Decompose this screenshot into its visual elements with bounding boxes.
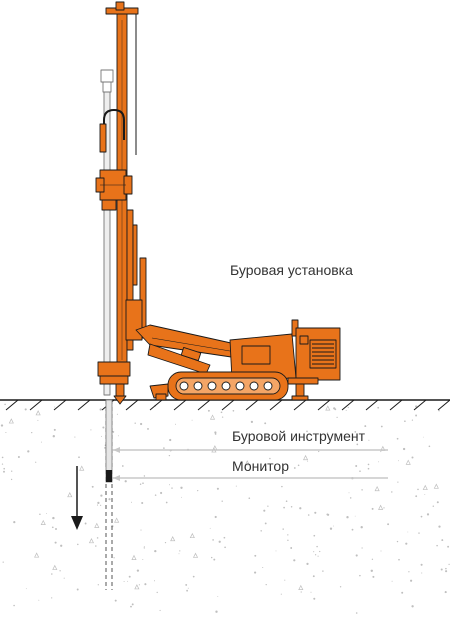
drilling-direction-arrow bbox=[71, 466, 83, 530]
soil bbox=[0, 400, 450, 617]
soil-texture bbox=[0, 403, 450, 614]
drill-string bbox=[105, 399, 113, 590]
leader-lines bbox=[113, 447, 388, 481]
label-monitor: Монитор bbox=[232, 458, 289, 474]
drilling-rig bbox=[95, 1, 341, 405]
label-drilling-rig: Буровая установка bbox=[230, 262, 353, 278]
label-drilling-tool: Буровой инструмент bbox=[232, 428, 366, 444]
